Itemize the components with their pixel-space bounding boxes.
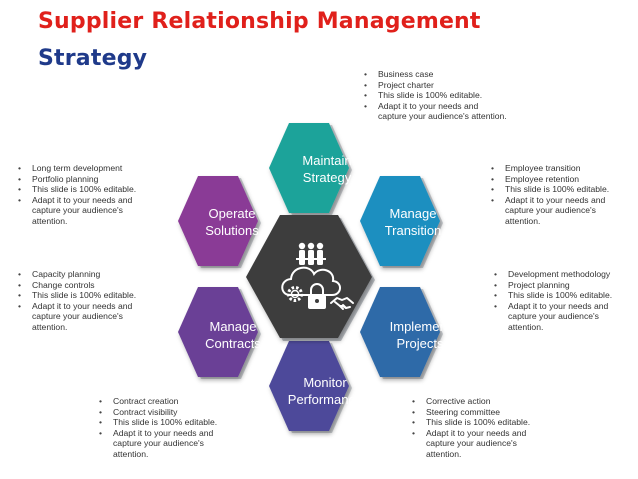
gear-icon [287, 286, 303, 302]
list-item: Corrective action [410, 396, 550, 407]
list-item: Contract creation [97, 396, 237, 407]
handshake-icon [330, 297, 354, 310]
hex-transition-line1: Manage [390, 206, 437, 221]
people-icon [296, 242, 326, 265]
hex-contracts-line2: Contracts [205, 336, 261, 351]
list-item: Employee transition [489, 163, 629, 174]
hex-monitor-performance: Monitor Performance [269, 341, 362, 433]
list-item: Adapt it to your needs and capture your … [492, 301, 632, 333]
hex-manage-transition-shape [360, 176, 440, 266]
list-item: Development methodology [492, 269, 632, 280]
hex-implement-projects: Implement Projects [360, 287, 451, 379]
list-item: This slide is 100% editable. [362, 90, 507, 101]
hex-implement-projects-shape [360, 287, 440, 377]
list-bottom-left: Contract creation Contract visibility Th… [97, 396, 237, 460]
list-item: Capacity planning [16, 269, 156, 280]
list-item: This slide is 100% editable. [492, 290, 632, 301]
list-item: Adapt it to your needs and capture your … [16, 195, 156, 227]
hex-operate-line1: Operate [209, 206, 256, 221]
list-top: Business case Project charter This slide… [362, 69, 507, 122]
hex-center-shape [246, 215, 372, 338]
hex-monitor-performance-shape [269, 341, 349, 431]
hex-manage-transition: Manage Transition [360, 176, 443, 268]
hex-maintain-line2: Strategy [303, 170, 352, 185]
list-lower-right: Development methodology Project planning… [492, 269, 632, 333]
list-item: Change controls [16, 280, 156, 291]
list-item: Project planning [492, 280, 632, 291]
list-bottom-right: Corrective action Steering committee Thi… [410, 396, 550, 460]
hex-maintain-strategy: Maintain Strategy [269, 123, 352, 215]
title-line-1: Supplier Relationship Management [38, 9, 481, 34]
list-item: Adapt it to your needs and capture your … [97, 428, 237, 460]
list-item: Adapt it to your needs and capture your … [410, 428, 550, 460]
hex-maintain-line1: Maintain [302, 153, 351, 168]
list-item: This slide is 100% editable. [97, 417, 237, 428]
hex-manage-contracts-shape [178, 287, 258, 377]
list-item: Adapt it to your needs and capture your … [16, 301, 156, 333]
hex-transition-line2: Transition [385, 223, 442, 238]
list-item: Business case [362, 69, 507, 80]
hex-manage-contracts: Manage Contracts [178, 287, 261, 379]
hex-operate-line2: Solutions [205, 223, 259, 238]
hex-implement-line1: Implement [390, 319, 451, 334]
list-upper-left: Long term development Portfolio planning… [16, 163, 156, 227]
title-line-2: Strategy [38, 46, 148, 71]
hex-monitor-line2: Performance [288, 392, 362, 407]
list-item: Steering committee [410, 407, 550, 418]
hex-monitor-line1: Monitor [303, 375, 347, 390]
list-item: This slide is 100% editable. [489, 184, 629, 195]
list-item: Long term development [16, 163, 156, 174]
list-item: This slide is 100% editable. [16, 290, 156, 301]
list-item: This slide is 100% editable. [16, 184, 156, 195]
list-lower-left: Capacity planning Change controls This s… [16, 269, 156, 333]
list-item: Adapt it to your needs and capture your … [489, 195, 629, 227]
list-item: Employee retention [489, 174, 629, 185]
list-item: Project charter [362, 80, 507, 91]
hex-maintain-strategy-shape [269, 123, 349, 213]
hex-contracts-line1: Manage [210, 319, 257, 334]
list-upper-right: Employee transition Employee retention T… [489, 163, 629, 227]
lock-icon [308, 283, 326, 309]
list-item: Contract visibility [97, 407, 237, 418]
cloud-icon [281, 266, 341, 296]
hex-implement-line2: Projects [397, 336, 444, 351]
list-item: This slide is 100% editable. [410, 417, 550, 428]
hex-operate-solutions-shape [178, 176, 258, 266]
hex-operate-solutions: Operate Solutions [178, 176, 261, 268]
list-item: Adapt it to your needs and capture your … [362, 101, 507, 122]
hex-center [246, 215, 375, 341]
list-item: Portfolio planning [16, 174, 156, 185]
